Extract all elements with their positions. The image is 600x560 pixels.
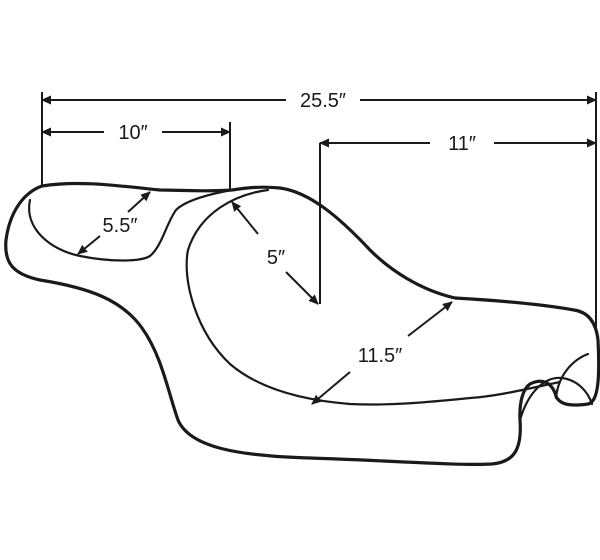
overall-length-label: 25.5″ <box>300 90 346 112</box>
rear-portion-label: 11″ <box>448 133 476 155</box>
passenger-pad-outline <box>28 188 234 262</box>
seat-outline <box>4 181 600 467</box>
rider-pad-outline <box>185 188 562 406</box>
rider-width-line-upper <box>231 201 259 235</box>
rider-width-label: 5″ <box>267 247 285 269</box>
rider-width-line-lower <box>285 271 319 305</box>
passenger-width-label: 5.5″ <box>103 215 138 237</box>
rider-length-line-lower <box>311 371 351 405</box>
rider-length-line-upper <box>407 301 453 337</box>
seat-tail-edge <box>554 352 590 400</box>
rider-length-label: 11.5″ <box>358 345 403 367</box>
passenger-width-line-upper <box>127 191 151 213</box>
front-seat-length-label: 10″ <box>118 122 147 144</box>
passenger-width-line-lower <box>77 235 101 255</box>
